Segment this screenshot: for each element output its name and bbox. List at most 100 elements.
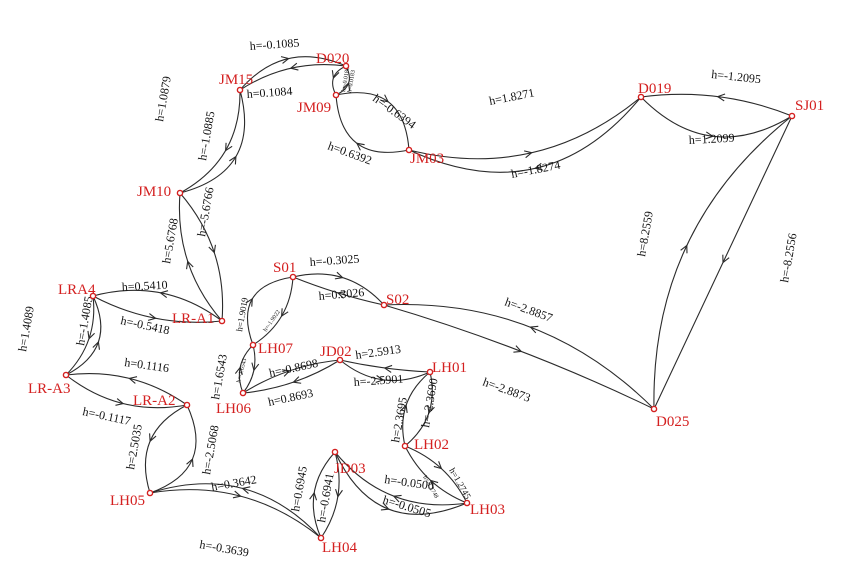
- edge-label-e35: h=2.5913: [354, 342, 401, 362]
- edge-arrow-e12: [208, 244, 216, 254]
- edge-label-e10: h=1.2099: [688, 131, 734, 147]
- node-marker-jm15: [236, 86, 244, 94]
- edge-arrow-e42: [529, 325, 539, 334]
- node-marker-lh02: [401, 442, 409, 450]
- edge-arrow-e23: [309, 491, 318, 501]
- edge-label-e13: h=0.5410: [121, 278, 167, 294]
- node-label-jm09: JM09: [297, 100, 331, 116]
- edge-label-e16: h=-1.4085: [73, 295, 95, 346]
- edge-label-e22: h=-0.3639: [198, 537, 249, 559]
- edge-arrow-e25: [392, 494, 402, 503]
- node-marker-lh03: [463, 499, 471, 507]
- edge-label-e15: h=1.4089: [15, 305, 37, 353]
- node-label-lra4: LRA4: [58, 282, 96, 298]
- node-marker-lh07: [249, 341, 257, 349]
- node-marker-jd02: [336, 356, 344, 364]
- edge-label-e18: h=-0.1117: [81, 404, 132, 428]
- edge-arrow-e32: [251, 362, 260, 372]
- node-marker-lr-a3: [62, 371, 70, 379]
- edge-arrow-e20: [149, 433, 157, 443]
- node-marker-jd03: [331, 448, 339, 456]
- node-marker-lh05: [146, 489, 154, 497]
- edge-arrow-e31: [234, 366, 243, 376]
- edge-arrow-e39: [429, 479, 439, 488]
- node-label-s01: S01: [273, 260, 296, 276]
- edge-label-e11: h=5.6768: [159, 217, 181, 265]
- edge-arrow-e29: [334, 271, 344, 280]
- edge-arrow-e10: [716, 93, 726, 102]
- edge-label-e20: h=-2.5068: [199, 424, 221, 475]
- node-marker-lh01: [426, 368, 434, 376]
- edge-arrow-e09: [705, 131, 715, 140]
- edge-arrow-e27: [245, 297, 253, 307]
- edge-path-e27: [246, 276, 294, 346]
- edge-label-e43: h=8.2559: [634, 210, 656, 258]
- edge-arrow-e08: [534, 162, 543, 171]
- edge-path-e36: [339, 359, 431, 373]
- edge-arrow-e26: [380, 503, 390, 511]
- edge-arrow-e41: [513, 345, 523, 353]
- edge-label-e09: h=-1.2095: [711, 67, 762, 86]
- node-label-lh07: LH07: [258, 341, 293, 357]
- edge-label-e12: h=-5.6766: [194, 186, 216, 237]
- node-label-jd03: JD03: [334, 461, 366, 477]
- edge-arrow-e46: [342, 81, 351, 91]
- edge-path-e10: [640, 93, 793, 117]
- edge-arrow-e37: [400, 404, 408, 414]
- node-marker-s01: [289, 273, 297, 281]
- node-marker-d019: [637, 93, 645, 101]
- edge-label-e36: h=-2.5901: [353, 372, 404, 389]
- edge-arrow-e04: [224, 142, 233, 152]
- edge-label-e05: h=-0.6394: [370, 91, 418, 132]
- node-label-lh04: LH04: [322, 540, 357, 556]
- edge-arrow-e17: [115, 398, 125, 406]
- node-marker-lh06: [239, 389, 247, 397]
- edge-arrow-e14: [147, 313, 157, 321]
- edge-arrow-e16: [87, 330, 95, 340]
- edge-label-e08: h=-1.8274: [510, 158, 562, 181]
- edge-path-e20: [144, 404, 188, 494]
- edge-label-e33: h=-0.8698: [268, 356, 320, 380]
- node-label-lr-a2: LR-A2: [133, 393, 176, 409]
- node-label-lh02: LH02: [414, 437, 449, 453]
- edge-arrow-e40: [433, 461, 443, 470]
- node-marker-d020: [342, 62, 350, 70]
- edge-arrow-e06: [355, 142, 365, 151]
- node-label-d025: D025: [656, 414, 689, 430]
- edge-label-e38: h=-2.3690: [418, 377, 440, 428]
- edge-arrow-e33: [292, 376, 302, 384]
- node-marker-lr-a1: [218, 317, 226, 325]
- edge-label-e46: h=0.0183: [347, 70, 357, 94]
- edge-arrow-e21: [232, 490, 242, 499]
- node-label-lh03: LH03: [470, 502, 505, 518]
- node-label-d019: D019: [638, 81, 671, 97]
- edge-label-e06: h=0.6392: [326, 139, 374, 168]
- edge-arrow-e30: [336, 291, 346, 299]
- edge-arrow-e13: [159, 290, 169, 299]
- edge-arrow-e45: [331, 70, 340, 80]
- node-marker-d025: [650, 405, 658, 413]
- node-label-jm10: JM10: [137, 184, 171, 200]
- edge-arrow-e22: [241, 486, 251, 494]
- edge-arrow-e01: [280, 56, 290, 64]
- edge-label-e31: h=1.6543: [208, 353, 230, 401]
- edge-label-e01: h=-0.1085: [249, 36, 300, 53]
- node-label-lr-a1: LR-A1: [172, 311, 215, 327]
- edge-label-e34: h=0.8693: [267, 386, 315, 409]
- edge-label-e37: h=2.3695: [388, 396, 410, 444]
- node-label-s02: S02: [386, 292, 409, 308]
- edge-arrow-e28: [280, 308, 289, 318]
- edge-arrow-e19: [186, 457, 194, 467]
- edge-arrow-e15: [92, 340, 100, 350]
- node-marker-lra4: [89, 292, 97, 300]
- node-label-jm03: JM03: [410, 151, 444, 167]
- node-label-lh01: LH01: [432, 360, 467, 376]
- node-label-jd02: JD02: [320, 344, 352, 360]
- edge-path-e19: [149, 404, 197, 494]
- edge-arrow-e03: [229, 155, 237, 165]
- node-marker-s02: [380, 301, 388, 309]
- node-marker-jm09: [332, 91, 340, 99]
- node-label-d020: D020: [316, 51, 349, 67]
- edge-label-e29: h=-0.3025: [309, 252, 360, 269]
